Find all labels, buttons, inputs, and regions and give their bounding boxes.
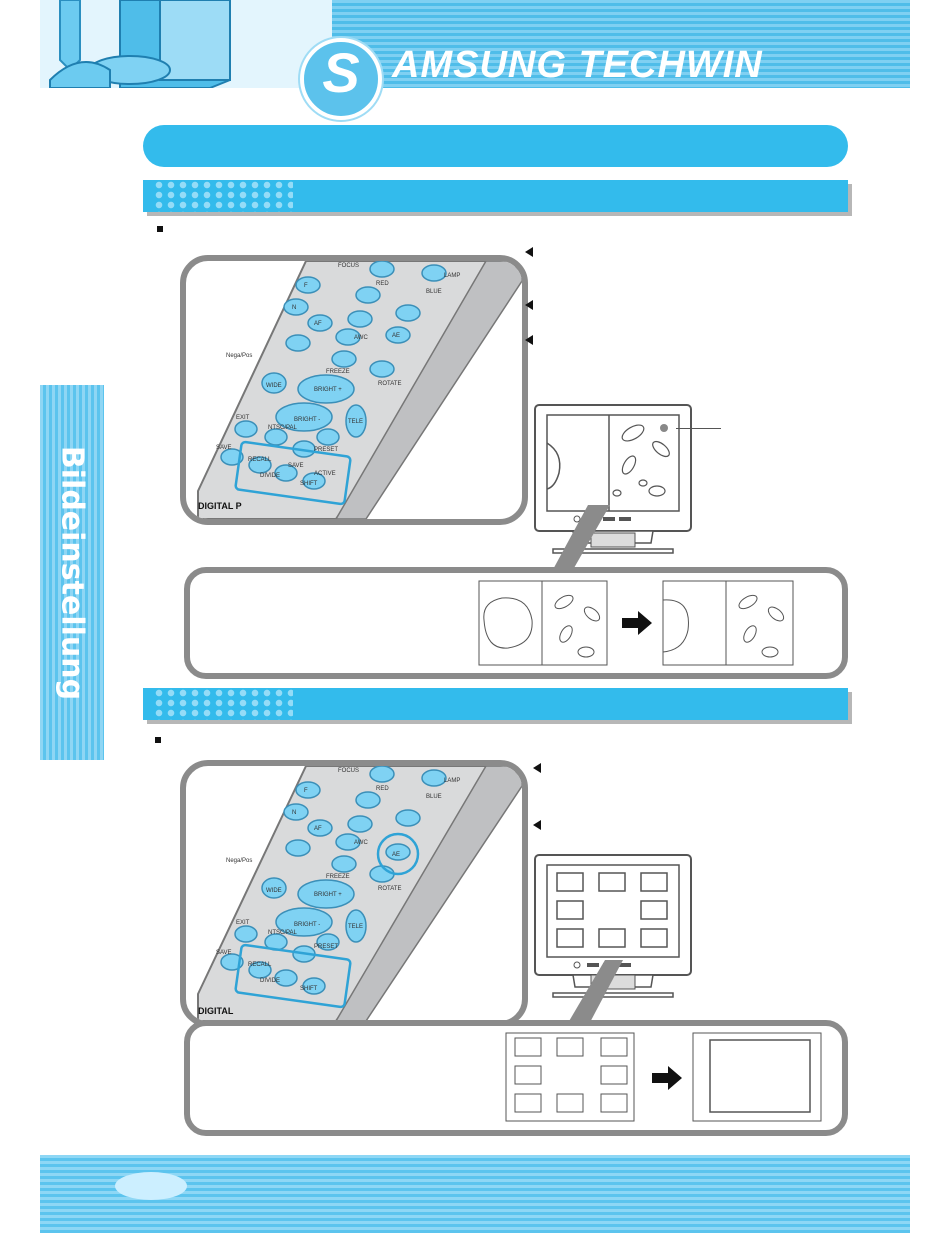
svg-text:AE: AE [392, 852, 400, 858]
svg-text:N: N [292, 305, 296, 311]
svg-text:SAVE: SAVE [288, 463, 304, 469]
brand-name: AMSUNG TECHWIN [392, 44, 763, 86]
svg-text:SAVE: SAVE [216, 950, 232, 956]
side-tab-label: Bildeinstellung [54, 445, 90, 700]
svg-text:TELE: TELE [348, 419, 363, 425]
svg-text:BRIGHT -: BRIGHT - [294, 922, 320, 928]
svg-text:F: F [304, 283, 308, 289]
svg-text:RECALL: RECALL [248, 457, 272, 463]
bullet-icon [157, 226, 163, 232]
remote-control-panel: FOCUS RED BLUE LAMP F N AF AWC AE Nega/P… [180, 255, 528, 525]
svg-text:SAVE: SAVE [216, 445, 232, 451]
svg-text:EXIT: EXIT [236, 415, 250, 421]
left-pointer-icon [533, 763, 541, 773]
svg-text:PRESET: PRESET [314, 944, 338, 950]
header-device-illustration [40, 0, 332, 88]
svg-text:DIGITAL P: DIGITAL P [198, 501, 242, 511]
right-arrow-icon [652, 1066, 682, 1090]
left-pointer-icon [533, 820, 541, 830]
svg-text:ROTATE: ROTATE [378, 886, 401, 892]
svg-text:RED: RED [376, 786, 389, 792]
svg-text:AF: AF [314, 826, 322, 832]
zoom-wedge [565, 960, 625, 1028]
svg-text:EXIT: EXIT [236, 920, 250, 926]
left-pointer-icon [525, 335, 533, 345]
multi-screen-before [505, 1032, 635, 1122]
right-arrow-icon [622, 611, 652, 635]
split-screen-after [662, 580, 794, 666]
footer-band [40, 1155, 910, 1233]
multi-screen-after [692, 1032, 822, 1122]
monitor-illustration [533, 853, 693, 1003]
svg-text:NTSC/PAL: NTSC/PAL [268, 930, 298, 936]
svg-text:LAMP: LAMP [444, 273, 460, 279]
svg-text:FOCUS: FOCUS [338, 768, 359, 774]
left-pointer-icon [525, 247, 533, 257]
remote-control-panel: FOCUS RED BLUE LAMP F N AF AWC AE Nega/P… [180, 760, 528, 1027]
svg-text:PRESET: PRESET [314, 447, 338, 453]
svg-text:SHIFT: SHIFT [300, 481, 318, 487]
svg-text:WIDE: WIDE [266, 888, 282, 894]
remote-control-illustration: FOCUS RED BLUE LAMP F N AF AWC AE Nega/P… [197, 261, 522, 519]
left-pointer-icon [525, 300, 533, 310]
svg-text:FREEZE: FREEZE [326, 369, 350, 375]
svg-text:DIVIDE: DIVIDE [260, 978, 280, 984]
svg-text:FREEZE: FREEZE [326, 874, 350, 880]
page-number-badge [115, 1172, 187, 1200]
brand-logo-letter: S [322, 41, 360, 104]
svg-text:LAMP: LAMP [444, 778, 460, 784]
bullet-icon [155, 737, 161, 743]
section-dot-pattern [153, 180, 293, 212]
split-screen-before [478, 580, 608, 666]
section-dot-pattern [153, 688, 293, 720]
svg-text:F: F [304, 788, 308, 794]
svg-text:AWC: AWC [354, 840, 368, 846]
svg-text:RECALL: RECALL [248, 962, 272, 968]
svg-text:BRIGHT -: BRIGHT - [294, 417, 320, 423]
svg-text:BRIGHT +: BRIGHT + [314, 892, 342, 898]
svg-text:FOCUS: FOCUS [338, 263, 359, 269]
svg-text:TELE: TELE [348, 924, 363, 930]
svg-text:Nega/Pos: Nega/Pos [226, 858, 252, 864]
svg-text:DIVIDE: DIVIDE [260, 473, 280, 479]
svg-text:BRIGHT +: BRIGHT + [314, 387, 342, 393]
svg-text:RED: RED [376, 281, 389, 287]
svg-text:ACTIVE: ACTIVE [314, 471, 336, 477]
svg-text:N: N [292, 810, 296, 816]
svg-text:SHIFT: SHIFT [300, 986, 318, 992]
svg-text:AE: AE [392, 333, 400, 339]
svg-text:ROTATE: ROTATE [378, 381, 401, 387]
callout-line [676, 428, 721, 429]
section-heading-bar [143, 688, 848, 720]
side-tab [40, 385, 104, 760]
zoom-wedge [550, 505, 610, 575]
svg-text:AWC: AWC [354, 335, 368, 341]
brand-logo-circle [300, 38, 382, 120]
svg-text:BLUE: BLUE [426, 289, 442, 295]
svg-text:AF: AF [314, 321, 322, 327]
svg-text:DIGITAL: DIGITAL [198, 1006, 234, 1016]
svg-text:BLUE: BLUE [426, 794, 442, 800]
svg-text:WIDE: WIDE [266, 383, 282, 389]
remote-control-illustration: FOCUS RED BLUE LAMP F N AF AWC AE Nega/P… [197, 766, 522, 1021]
page-title-bar [143, 125, 848, 167]
svg-text:Nega/Pos: Nega/Pos [226, 353, 252, 359]
section-heading-bar [143, 180, 848, 212]
svg-text:NTSC/PAL: NTSC/PAL [268, 425, 298, 431]
